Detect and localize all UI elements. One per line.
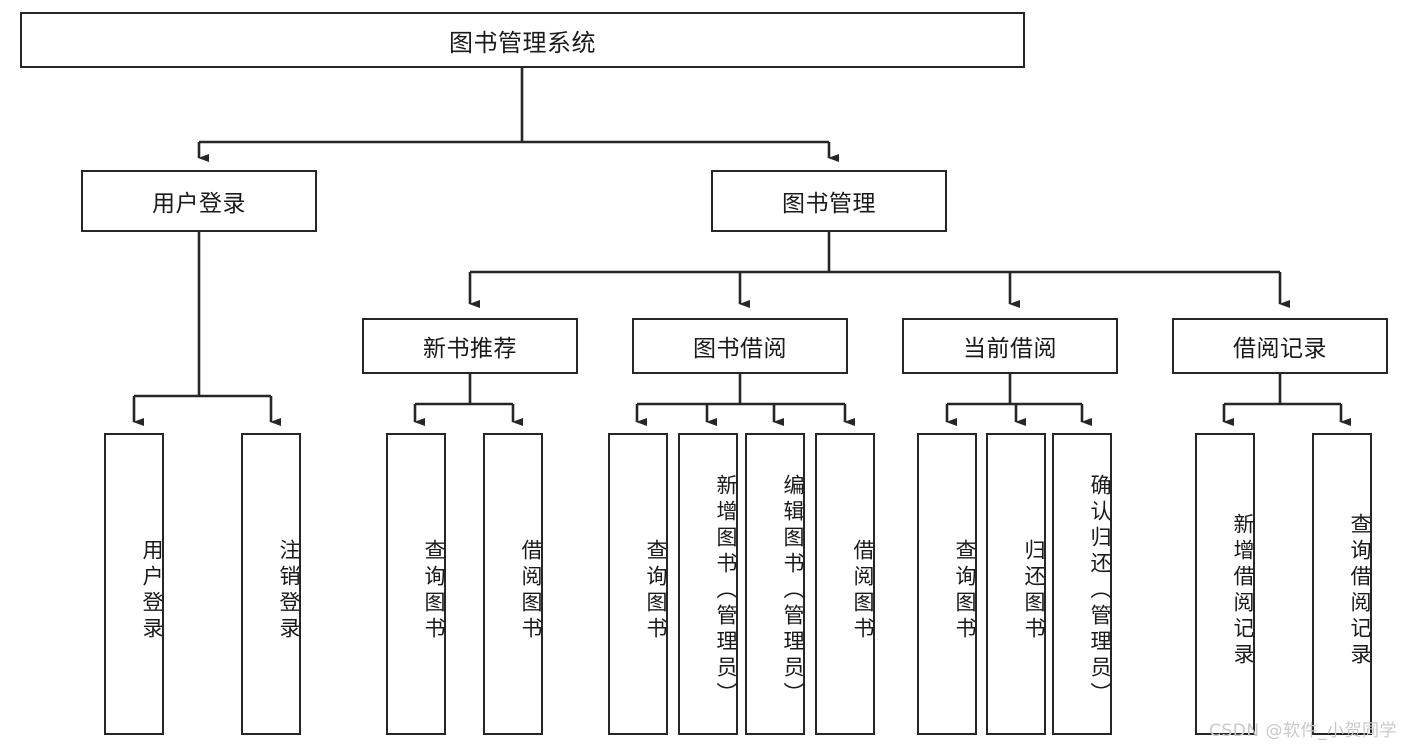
node-root-system[interactable]: 图书管理系统 [20,12,1025,68]
node-borrow-record[interactable]: 借阅记录 [1172,318,1388,374]
leaf-book-borrow-add[interactable]: 新增图书（管理员） [678,433,738,735]
leaf-current-borrow-query[interactable]: 查询图书 [917,433,977,735]
leaf-current-borrow-return[interactable]: 归还图书 [986,433,1046,735]
node-book-borrow[interactable]: 图书借阅 [632,318,848,374]
node-current-borrow[interactable]: 当前借阅 [902,318,1118,374]
leaf-user-login-signout[interactable]: 注销登录 [241,433,301,735]
leaf-book-borrow-query[interactable]: 查询图书 [608,433,668,735]
leaf-new-book-query[interactable]: 查询图书 [386,433,446,735]
leaf-book-borrow-lend[interactable]: 借阅图书 [815,433,875,735]
leaf-borrow-record-add[interactable]: 新增借阅记录 [1195,433,1255,735]
node-user-login[interactable]: 用户登录 [81,170,317,232]
node-book-management[interactable]: 图书管理 [711,170,947,232]
leaf-new-book-borrow[interactable]: 借阅图书 [483,433,543,735]
leaf-user-login-signin[interactable]: 用户登录 [104,433,164,735]
leaf-book-borrow-edit[interactable]: 编辑图书（管理员） [745,433,805,735]
leaf-borrow-record-query[interactable]: 查询借阅记录 [1312,433,1372,735]
node-new-book-recommend[interactable]: 新书推荐 [362,318,578,374]
leaf-current-borrow-confirm-return[interactable]: 确认归还（管理员） [1052,433,1112,735]
